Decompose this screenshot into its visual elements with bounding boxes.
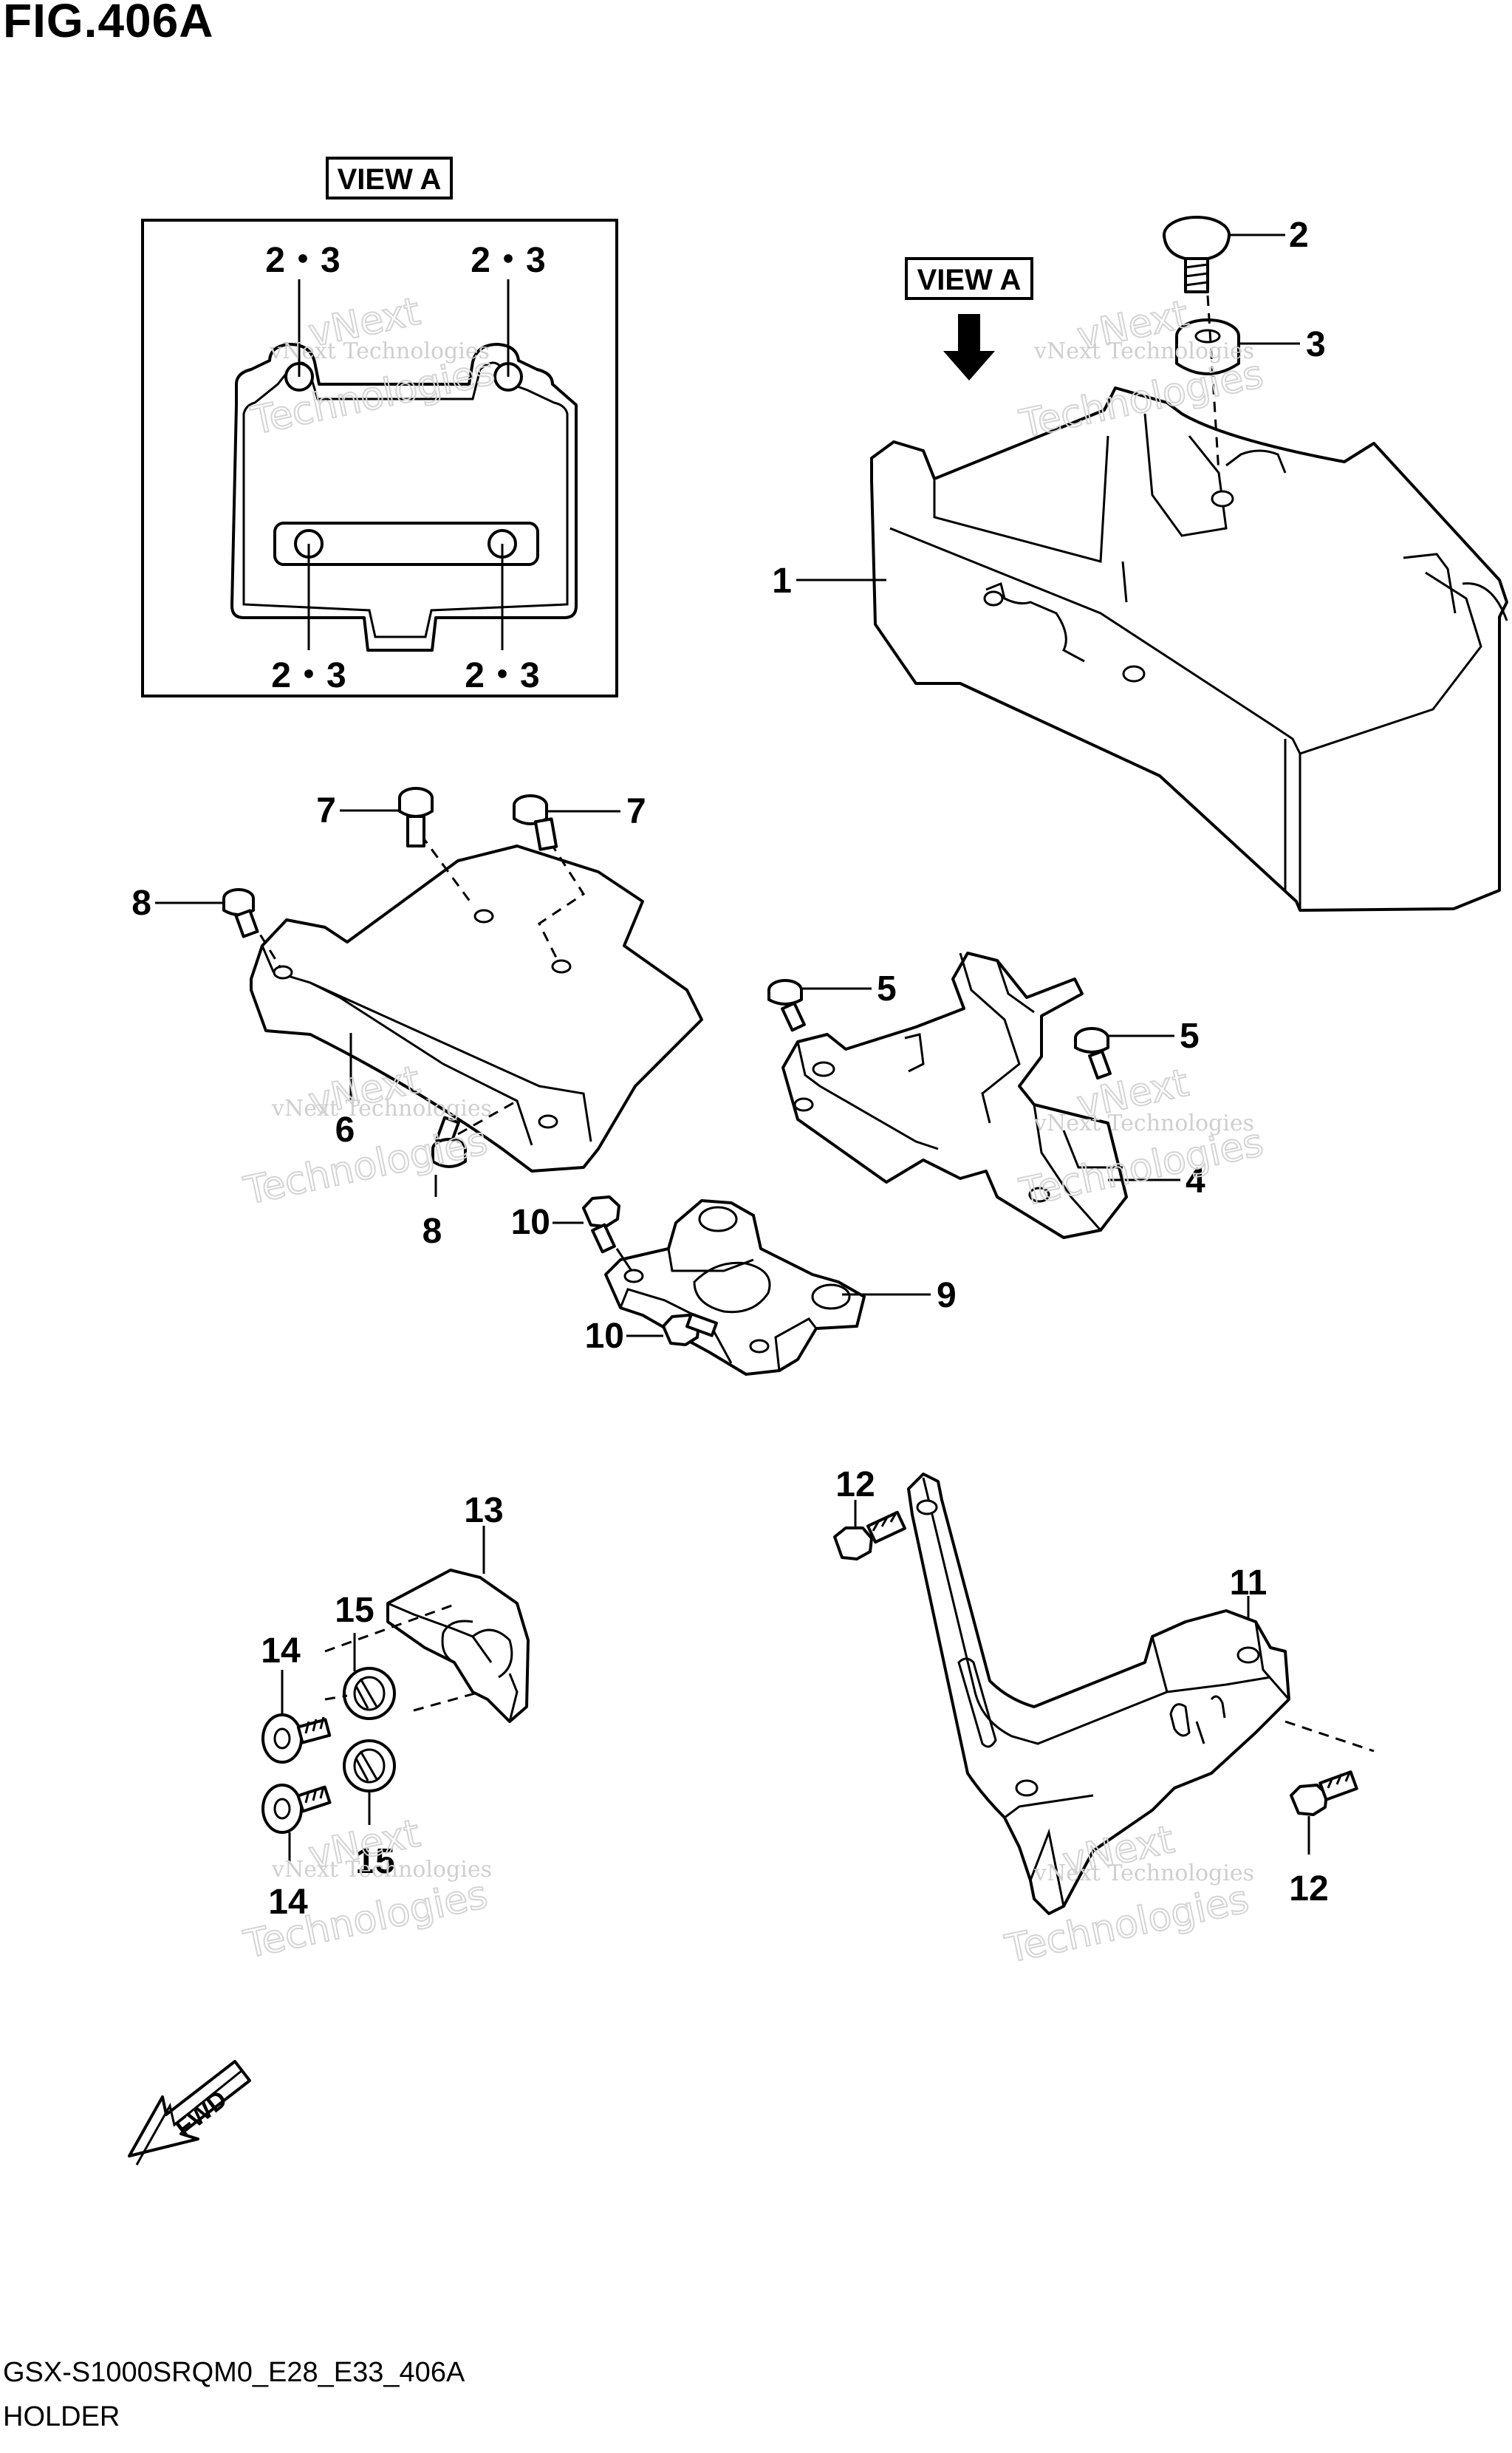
callout-15-bottom: 15	[355, 1842, 394, 1881]
watermark-text-6: vNext Technologies	[1033, 1860, 1254, 1886]
callout-2-3-bottom-right: 2・3	[465, 656, 539, 695]
callout-14-bottom: 14	[268, 1883, 308, 1922]
part-5-screw-right: 5	[1074, 1017, 1200, 1080]
callout-10-bottom: 10	[585, 1317, 624, 1356]
part-5-screw-left: 5	[767, 969, 897, 1032]
callout-5-right: 5	[1180, 1017, 1200, 1056]
watermark-text-1: vNext Technologies	[269, 338, 490, 364]
part-12-bolt-bottom: 12	[1289, 1770, 1358, 1908]
callout-11: 11	[1230, 1563, 1268, 1603]
callout-14-top: 14	[261, 1631, 301, 1671]
figure-title: FIG.406A	[3, 0, 214, 47]
part-3-grommet: 3	[1175, 295, 1326, 474]
callout-7-left: 7	[316, 791, 336, 830]
callout-2-3-bottom-left: 2・3	[271, 656, 346, 695]
callout-8-top: 8	[131, 884, 151, 923]
part-15-grommet-upper: 15	[324, 1591, 396, 1720]
part-4-bracket: 4	[781, 952, 1205, 1239]
part-7-bolt-left: 7	[316, 787, 434, 847]
part-13-clamp: 13	[324, 1491, 530, 1723]
part-8-bolt-bottom: 8	[423, 1116, 467, 1251]
callout-15-top: 15	[335, 1591, 374, 1630]
callout-7-right: 7	[626, 792, 646, 831]
watermark-text-2: vNext Technologies	[1033, 338, 1254, 364]
callout-2-3-top-right: 2・3	[471, 241, 545, 280]
watermark-text-5: vNext Technologies	[271, 1857, 492, 1883]
svg-text:Technologies: Technologies	[240, 1119, 491, 1213]
watermark-text-4: vNext Technologies	[1033, 1110, 1254, 1136]
callout-2-3-top-left: 2・3	[265, 241, 340, 280]
callout-12-top: 12	[835, 1465, 875, 1504]
callout-4: 4	[1186, 1161, 1205, 1201]
watermark-5: Technologies vNext	[239, 1811, 492, 1968]
callout-8-bottom: 8	[423, 1212, 442, 1251]
part-11-stay: 11	[907, 1473, 1375, 1915]
part-14-bolt-upper: 14	[261, 1631, 332, 1764]
fwd-arrow-icon: FWD	[128, 2060, 251, 2166]
callout-12-bottom: 12	[1289, 1869, 1328, 1908]
part-12-bolt-top: 12	[833, 1465, 907, 1560]
part-6-plate: 6	[250, 834, 703, 1173]
callout-1: 1	[772, 562, 792, 601]
callout-5-top: 5	[877, 969, 897, 1009]
view-a-box-label: VIEW A	[338, 163, 442, 196]
part-7-bolt-right: 7	[513, 792, 646, 851]
part-9-plate: 9	[604, 1199, 957, 1376]
part-14-bolt-lower: 14	[261, 1784, 332, 1922]
watermark-text-3: vNext Technologies	[271, 1096, 492, 1122]
diagram-code: GSX-S1000SRQM0_E28_E33_406A	[3, 2357, 465, 2388]
part-10-bolt-bottom: 10	[585, 1312, 718, 1356]
diagram-name: HOLDER	[3, 2401, 120, 2432]
view-a-inset: VIEW A 2・3 2・3 2・3 2・3	[141, 157, 618, 697]
view-a-arrow-label: VIEW A	[917, 264, 1022, 296]
callout-6: 6	[335, 1110, 355, 1150]
part-1-battery-tray: 1	[772, 386, 1508, 912]
part-10-bolt-top: 10	[511, 1195, 633, 1272]
view-a-arrow: VIEW A	[905, 257, 1033, 381]
callout-2: 2	[1289, 216, 1309, 255]
part-2-bolt: 2	[1163, 216, 1309, 293]
part-15-grommet-lower: 15	[343, 1739, 396, 1881]
callout-3: 3	[1306, 325, 1326, 364]
callout-10-top: 10	[511, 1203, 550, 1242]
callout-9: 9	[937, 1276, 957, 1315]
down-arrow-icon	[943, 314, 995, 381]
part-8-bolt-top: 8	[131, 884, 259, 938]
callout-13: 13	[464, 1491, 503, 1530]
